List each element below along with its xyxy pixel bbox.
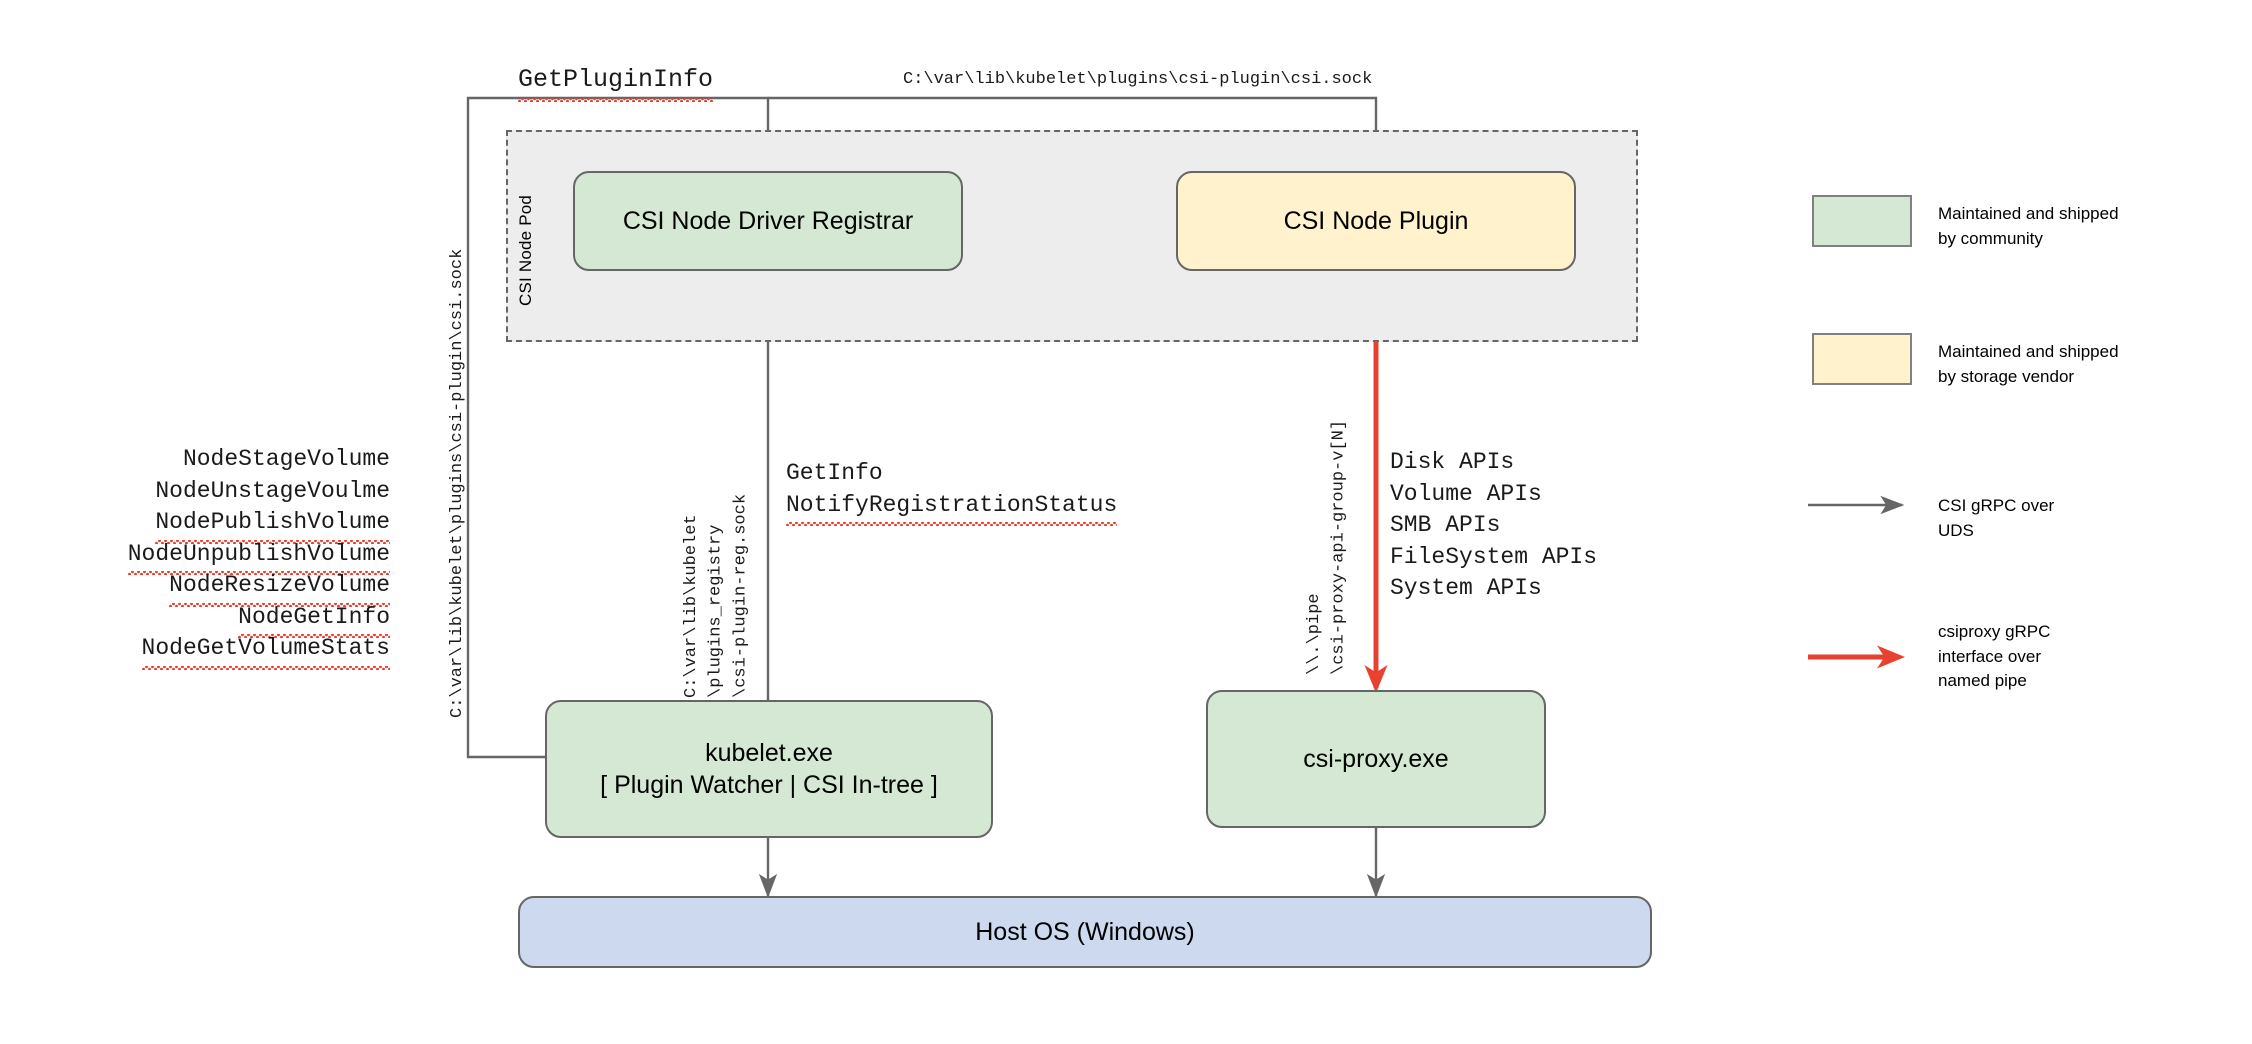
node-csi-node-driver-registrar[interactable]: CSI Node Driver Registrar	[573, 171, 963, 271]
csi-node-api-item: NodeUnstageVoulme	[60, 476, 390, 508]
csi-node-pod-label: CSI Node Pod	[516, 194, 535, 306]
csi-node-api-item-label: NodeStageVolume	[182, 446, 390, 472]
label-notifyregistrationstatus-wrap: NotifyRegistrationStatus	[786, 490, 1118, 526]
legend-label-csiproxy-grpc-line2: interface over	[1938, 646, 2041, 666]
label-csi-sock-path-top: C:\var\lib\kubelet\plugins\csi-plugin\cs…	[903, 70, 1373, 89]
legend-label-csiproxy-grpc-line3: named pipe	[1938, 671, 2027, 691]
csi-node-api-item: NodeGetInfo	[60, 602, 390, 638]
legend-label-csiproxy-grpc: csiproxy gRPC interface over named pipe	[1938, 620, 2188, 694]
label-getplugininfo: GetPluginInfo	[518, 63, 714, 103]
csi-proxy-api-item: Volume APIs	[1390, 480, 1542, 507]
label-getinfo: GetInfo	[786, 460, 883, 486]
legend-label-csi-grpc-line2: UDS	[1938, 520, 1974, 540]
label-notifyregistrationstatus: NotifyRegistrationStatus	[786, 490, 1118, 526]
named-pipe-line-1: \\.\pipe	[1305, 593, 1324, 675]
csi-proxy-api-item: SMB APIs	[1390, 512, 1501, 538]
csi-node-api-item-label: NodeUnpublishVolume	[127, 539, 391, 575]
node-kubelet-exe[interactable]: kubelet.exe [ Plugin Watcher | CSI In-tr…	[545, 700, 993, 838]
legend-label-community: Maintained and shipped by community	[1938, 202, 2188, 251]
node-host-os-label: Host OS (Windows)	[975, 918, 1195, 946]
legend-swatch-community	[1812, 195, 1912, 247]
node-kubelet-exe-line2: [ Plugin Watcher | CSI In-tree ]	[600, 771, 938, 799]
csi-node-api-item: NodeGetVolumeStats	[60, 633, 391, 669]
csi-proxy-api-item: Disk APIs	[1390, 449, 1515, 475]
label-reg-sock-path-vertical: C:\var\lib\kubelet \plugins_registry \cs…	[680, 480, 754, 698]
csi-node-api-item-label: NodeGetInfo	[238, 602, 390, 638]
named-pipe-line-2: \csi-proxy-api-group-v[N]	[1329, 419, 1349, 675]
legend-arrow-csiproxy-grpc-icon	[1808, 645, 1905, 669]
label-getplugininfo-text: GetPluginInfo	[518, 63, 714, 103]
reg-sock-line-2: \plugins_registry	[706, 524, 726, 698]
node-csi-node-plugin[interactable]: CSI Node Plugin	[1176, 171, 1576, 271]
csi-node-api-item-label: NodeGetVolumeStats	[141, 633, 391, 669]
legend-label-vendor-line1: Maintained and shipped	[1938, 342, 2119, 361]
label-named-pipe-vertical: \\.\pipe \csi-proxy-api-group-v[N]	[1303, 375, 1352, 675]
legend-label-vendor: Maintained and shipped by storage vendor	[1938, 340, 2188, 389]
csi-node-api-item: NodeResizeVolume	[60, 570, 390, 606]
legend-arrow-csi-grpc-icon	[1808, 495, 1905, 515]
legend-label-csi-grpc: CSI gRPC over UDS	[1938, 494, 2188, 543]
csi-proxy-api-item: FileSystem APIs	[1390, 543, 1598, 570]
node-csi-node-plugin-label: CSI Node Plugin	[1283, 207, 1469, 235]
csi-node-api-item-label: NodePublishVolume	[155, 507, 390, 543]
csi-node-api-item: NodeStageVolume	[60, 444, 390, 476]
csi-node-api-item: NodePublishVolume	[60, 507, 390, 543]
legend-label-community-line1: Maintained and shipped	[1938, 204, 2119, 223]
reg-sock-line-1: C:\var\lib\kubelet	[682, 514, 701, 698]
node-csi-proxy-exe-label: csi-proxy.exe	[1303, 745, 1449, 773]
csi-node-api-item-label: NodeResizeVolume	[169, 570, 390, 606]
legend-label-csi-grpc-line1: CSI gRPC over	[1938, 496, 2055, 515]
csi-node-api-item-label: NodeUnstageVoulme	[155, 477, 390, 504]
legend-label-vendor-line2: by storage vendor	[1938, 366, 2075, 386]
node-csi-node-driver-registrar-label: CSI Node Driver Registrar	[622, 207, 914, 235]
legend-swatch-vendor	[1812, 333, 1912, 385]
label-csi-sock-path-vertical: C:\var\lib\kubelet\plugins\csi-plugin\cs…	[448, 248, 467, 718]
csi-node-api-item: NodeUnpublishVolume	[60, 539, 391, 575]
node-host-os[interactable]: Host OS (Windows)	[518, 896, 1652, 968]
legend-label-community-line2: by community	[1938, 228, 2043, 248]
reg-sock-line-3: \csi-plugin-reg.sock	[731, 493, 751, 698]
node-kubelet-exe-line1: kubelet.exe	[705, 739, 833, 767]
label-getinfo-group: GetInfo NotifyRegistrationStatus	[786, 458, 1118, 526]
csi-proxy-api-item: System APIs	[1390, 575, 1542, 601]
legend-label-csiproxy-grpc-line1: csiproxy gRPC	[1938, 622, 2051, 641]
node-csi-proxy-exe[interactable]: csi-proxy.exe	[1206, 690, 1546, 828]
